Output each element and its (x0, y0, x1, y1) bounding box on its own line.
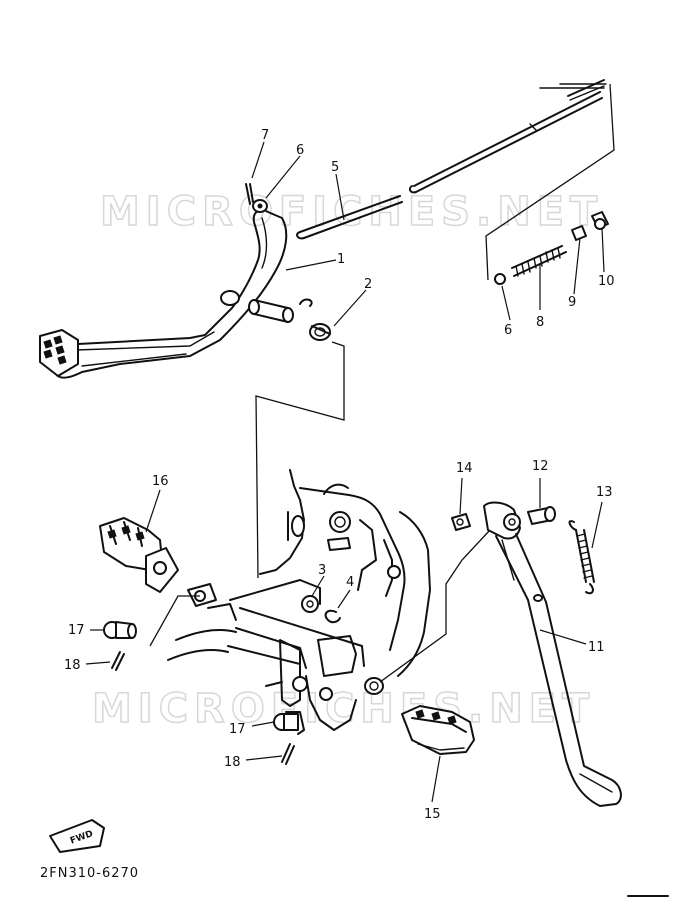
part-label-16: 16 (152, 474, 169, 489)
part-label-13: 13 (596, 485, 613, 500)
side-stand-drawing (483, 501, 622, 807)
part-label-5: 5 (331, 160, 339, 175)
part-number-labels: 7 6 5 1 2 6 8 9 10 11 12 13 14 15 16 17 … (64, 128, 615, 822)
leader-lines (85, 141, 605, 803)
part-label-15: 15 (424, 807, 441, 822)
part-label-17-left: 17 (68, 623, 85, 638)
pin-17b-drawing (273, 713, 299, 731)
spring-13-drawing (568, 520, 595, 595)
part-label-14: 14 (456, 461, 473, 476)
part-label-12: 12 (532, 459, 549, 474)
part-label-8: 8 (536, 315, 544, 330)
cotter-pin-drawing (245, 183, 254, 205)
watermark-top: MICROFICHES.NET (100, 189, 603, 235)
part-label-18-left: 18 (64, 658, 81, 673)
part-label-6-top: 6 (296, 143, 304, 158)
part-label-4: 4 (346, 575, 354, 590)
pin-17a-drawing (103, 621, 137, 639)
part-label-2: 2 (364, 277, 372, 292)
adjust-parts-drawing (494, 211, 609, 285)
part-label-18-bottom: 18 (224, 755, 241, 770)
nut-14-drawing (451, 513, 471, 531)
bolt-12-drawing (527, 506, 556, 525)
brake-pedal-drawing (39, 209, 294, 379)
footrest-15-drawing (401, 705, 475, 755)
footrest-16-drawing (99, 517, 179, 593)
part-label-11: 11 (588, 640, 605, 655)
brake-rod-drawing (296, 79, 607, 240)
washer-top-drawing (252, 199, 268, 213)
part-label-6-right: 6 (504, 323, 512, 338)
return-spring-drawing (299, 298, 331, 341)
diagram-code: 2FN310-6270 (40, 866, 139, 881)
part-label-3: 3 (318, 563, 326, 578)
part-label-7: 7 (261, 128, 269, 143)
cotter-18b-drawing (281, 743, 295, 765)
fwd-arrow-icon: FWD (49, 819, 105, 853)
part-label-1: 1 (337, 252, 345, 267)
part-label-10: 10 (598, 274, 615, 289)
washer-clip-drawing (301, 595, 341, 624)
cotter-18a-drawing (111, 651, 125, 671)
frame-drawing (167, 469, 431, 735)
part-label-9: 9 (568, 295, 576, 310)
part-label-17-bottom: 17 (229, 722, 246, 737)
